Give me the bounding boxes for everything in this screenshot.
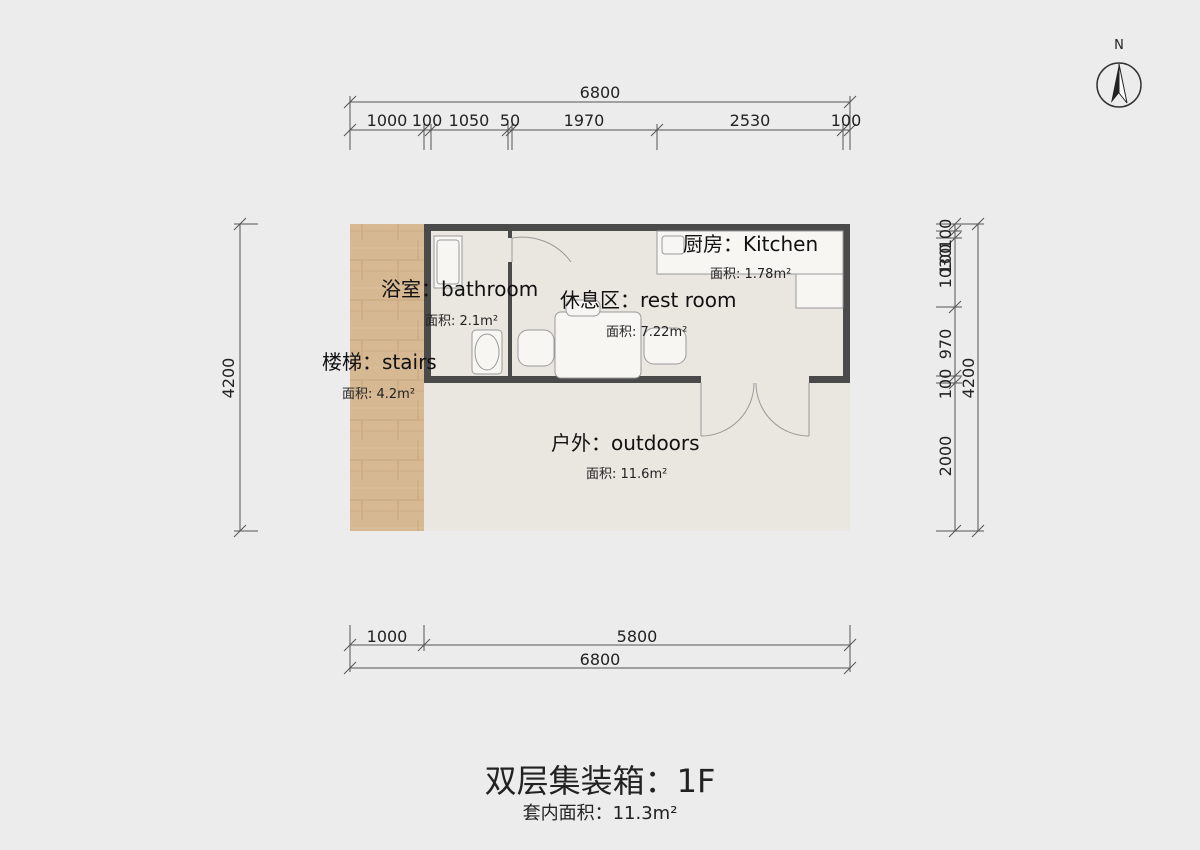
page-subtitle: 套内面积：11.3m² <box>523 803 678 824</box>
outdoors-area: 面积: 11.6m² <box>586 467 667 482</box>
right-dimension-label: 100 <box>936 244 955 275</box>
kitchen-fixtures <box>656 230 844 309</box>
outdoors-label: 户外：outdoors <box>551 431 700 455</box>
top-dimension-label: 50 <box>500 111 520 130</box>
top-total-dimension: 6800 <box>580 83 621 102</box>
page-title: 双层集装箱：1F <box>485 762 716 800</box>
top-dimension-label: 1050 <box>449 111 490 130</box>
top-dimension-label: 100 <box>412 111 443 130</box>
stairs-label: 楼梯：stairs <box>322 350 437 374</box>
bottom-total-dimension: 6800 <box>580 650 621 669</box>
top-dimension-label: 100 <box>831 111 862 130</box>
kitchen-label: 厨房：Kitchen <box>683 232 818 256</box>
top-dimension-label: 1970 <box>564 111 605 130</box>
kitchen-area: 面积: 1.78m² <box>710 267 791 282</box>
top-dimension-label: 2530 <box>730 111 771 130</box>
right-dimension-lines <box>936 217 985 538</box>
bathroom-label: 浴室：bathroom <box>381 277 538 301</box>
left-total-dimension: 4200 <box>219 358 238 399</box>
stairs-area-label: 面积: 4.2m² <box>342 387 415 402</box>
north-arrow-icon <box>1096 62 1142 108</box>
left-dimension-lines <box>233 217 258 538</box>
right-dimension-label: 100 <box>936 369 955 400</box>
north-label: N <box>1114 38 1124 53</box>
right-dimension-label: 2000 <box>936 436 955 477</box>
container-walls <box>424 224 850 383</box>
top-dimension-label: 1000 <box>367 111 408 130</box>
bottom-dimension-lines <box>343 625 857 675</box>
right-dimension-label: 100 <box>936 219 955 250</box>
bottom-dimension-label: 5800 <box>617 627 658 646</box>
right-total-dimension: 4200 <box>959 358 978 399</box>
bathroom-area: 面积: 2.1m² <box>425 314 498 329</box>
bottom-dimension-label: 1000 <box>367 627 408 646</box>
restroom-label: 休息区：rest room <box>560 288 736 312</box>
bathroom-fixtures <box>433 235 572 375</box>
stairs-area <box>350 224 424 531</box>
door-swing <box>511 238 810 437</box>
right-dimension-label: 970 <box>936 329 955 360</box>
right-dimension-label: 1030 <box>936 248 955 289</box>
top-dimension-lines <box>343 95 857 150</box>
restroom-area: 面积: 7.22m² <box>606 325 687 340</box>
rest-room-furniture <box>517 299 687 379</box>
